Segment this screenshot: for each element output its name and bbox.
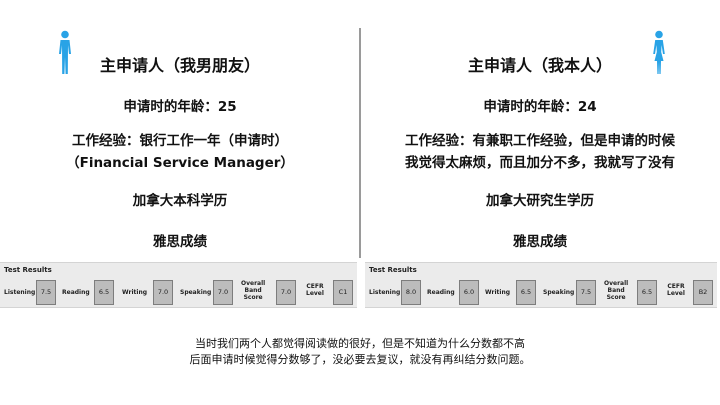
right-test-results: Test Results Listening 8.0 Reading 6.0 W… — [365, 262, 717, 308]
speaking-label: Speaking — [543, 289, 575, 296]
left-experience-line-2: （Financial Service Manager） — [66, 155, 294, 171]
writing-score: 6.5 — [516, 280, 536, 305]
left-age: 申请时的年龄：25 — [123, 99, 237, 115]
left-ielts-title: 雅思成绩 — [153, 234, 207, 250]
caption-line-2: 后面申请时候觉得分数够了，没必要去复议，就没有再纠结分数问题。 — [189, 353, 531, 366]
cefr-level-value: C1 — [333, 280, 353, 305]
caption-line-1: 当时我们两个人都觉得阅读做的很好，但是不知道为什么分数都不高 — [195, 337, 525, 350]
left-heading: 主申请人（我男朋友） — [99, 56, 260, 75]
writing-label: Writing — [485, 289, 511, 296]
reading-score: 6.5 — [94, 280, 114, 305]
right-age: 申请时的年龄：24 — [483, 99, 597, 115]
speaking-label: Speaking — [180, 289, 212, 296]
overall-band-score: 6.5 — [637, 280, 657, 305]
right-panel: 主申请人（我本人） 申请时的年龄：24 工作经验：有兼职工作经验，但是申请的时候… — [360, 0, 720, 310]
right-experience-line-2: 我觉得太麻烦，而且加分不多，我就写了没有 — [405, 155, 675, 171]
overall-band-label: Overall Band Score — [241, 280, 266, 301]
left-test-results: Test Results Listening 7.5 Reading 6.5 W… — [0, 262, 357, 308]
person-icon — [59, 30, 71, 74]
right-experience-line-1: 工作经验：有兼职工作经验，但是申请的时候 — [405, 133, 675, 149]
reading-label: Reading — [62, 289, 90, 296]
person-icon — [653, 30, 665, 74]
cefr-level-label: CEFR Level — [667, 283, 685, 297]
writing-score: 7.0 — [153, 280, 173, 305]
right-education: 加拿大研究生学历 — [486, 193, 594, 209]
left-panel: 主申请人（我男朋友） 申请时的年龄：25 工作经验：银行工作一年（申请时） （F… — [0, 0, 360, 310]
panel-divider — [359, 28, 361, 258]
speaking-score: 7.5 — [576, 280, 596, 305]
right-experience: 工作经验：有兼职工作经验，但是申请的时候 我觉得太麻烦，而且加分不多，我就写了没… — [360, 130, 720, 174]
overall-band-score: 7.0 — [276, 280, 296, 305]
right-ielts-title: 雅思成绩 — [513, 234, 567, 250]
caption: 当时我们两个人都觉得阅读做的很好，但是不知道为什么分数都不高 后面申请时候觉得分… — [0, 336, 720, 368]
right-heading: 主申请人（我本人） — [467, 56, 612, 75]
left-experience-line-1: 工作经验：银行工作一年（申请时） — [72, 133, 288, 149]
cefr-level-label: CEFR Level — [306, 283, 324, 297]
test-results-title: Test Results — [369, 266, 417, 274]
reading-label: Reading — [427, 289, 455, 296]
left-experience: 工作经验：银行工作一年（申请时） （Financial Service Mana… — [0, 130, 360, 174]
reading-score: 6.0 — [459, 280, 479, 305]
listening-label: Listening — [4, 289, 36, 296]
listening-label: Listening — [369, 289, 401, 296]
speaking-score: 7.0 — [213, 280, 233, 305]
left-education: 加拿大本科学历 — [132, 193, 228, 209]
listening-score: 7.5 — [36, 280, 56, 305]
test-results-title: Test Results — [4, 266, 52, 274]
overall-band-label: Overall Band Score — [604, 280, 629, 301]
listening-score: 8.0 — [401, 280, 421, 305]
cefr-level-value: B2 — [693, 280, 713, 305]
writing-label: Writing — [122, 289, 148, 296]
